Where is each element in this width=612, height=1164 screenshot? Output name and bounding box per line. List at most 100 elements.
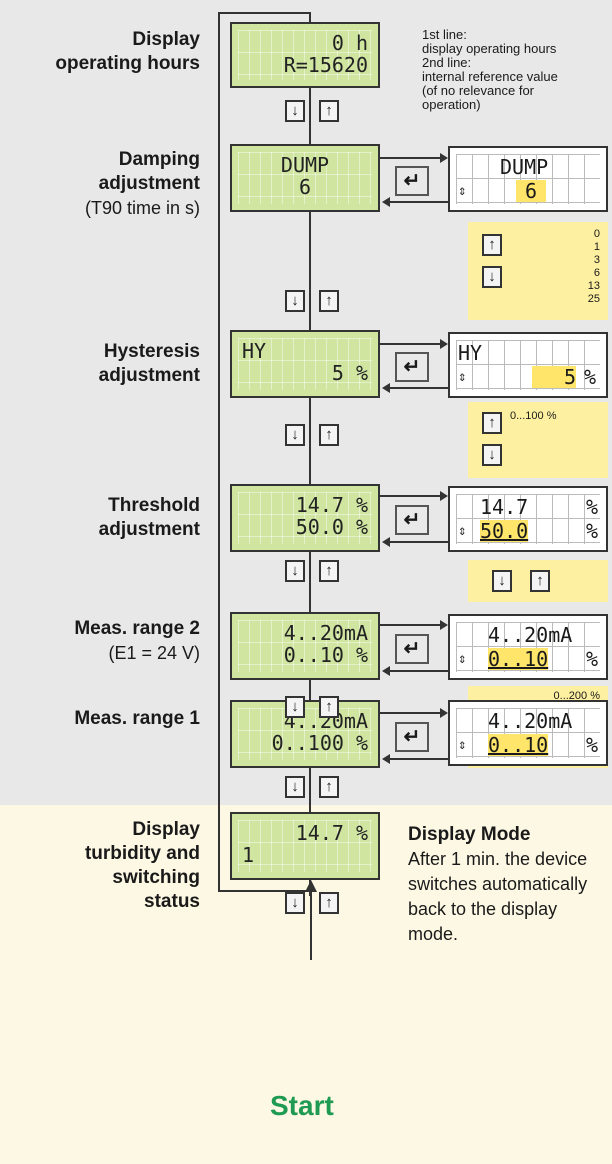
arrowhead — [440, 153, 448, 163]
down-button[interactable]: ↓ — [285, 100, 305, 122]
range2-edit-display: 4..20mA ⇕ 0..10 % — [448, 614, 608, 680]
scroll-indicator: ⇕ — [458, 523, 467, 539]
up-button[interactable]: ↑ — [319, 696, 339, 718]
edit-unit-1: % — [586, 495, 599, 519]
enter-button[interactable]: ↵ — [395, 722, 429, 752]
label-range2-title: Meas. range 2 — [74, 618, 200, 639]
down-button[interactable]: ↓ — [482, 266, 502, 288]
lcd-line-2: R=15620 — [283, 53, 368, 77]
label-display-turbidity: Display turbidity and switching status — [84, 819, 200, 912]
connector-arrow — [390, 201, 448, 203]
operating-hours-note: 1st line: display operating hours 2nd li… — [422, 27, 558, 112]
lcd-line-2: 0..100 % — [271, 731, 368, 755]
edit-line-1: HY — [458, 341, 483, 365]
down-button[interactable]: ↓ — [285, 560, 305, 582]
connector-arrow — [390, 758, 448, 760]
scroll-indicator: ⇕ — [458, 183, 467, 199]
up-button[interactable]: ↑ — [319, 424, 339, 446]
lcd-line-2: 6 — [298, 175, 312, 199]
arrowhead — [382, 537, 390, 547]
down-button[interactable]: ↓ — [482, 444, 502, 466]
lcd-line-1: 14.7 % — [295, 493, 368, 517]
lcd-line-1: HY — [242, 339, 267, 363]
lcd-line-1: 4..20mA — [283, 709, 368, 733]
label-meas-range-2: Meas. range 2 (E1 = 24 V) — [20, 617, 200, 665]
arrowhead — [382, 666, 390, 676]
down-button[interactable]: ↓ — [285, 696, 305, 718]
display-mode-description: Display Mode After 1 min. the device swi… — [408, 822, 608, 947]
edit-value: 50.0 — [480, 519, 529, 543]
lcd-damping: DUMP 6 — [230, 144, 380, 212]
damping-edit-display: DUMP ⇕ 6 — [448, 146, 608, 212]
label-damping: Damping adjustment (T90 time in s) — [20, 148, 200, 220]
down-button[interactable]: ↓ — [285, 290, 305, 312]
edit-value: 6 — [516, 180, 546, 202]
lcd-meas-range-1: 4..20mA 0..100 % — [230, 700, 380, 768]
down-button[interactable]: ↓ — [285, 424, 305, 446]
up-button[interactable]: ↑ — [530, 570, 550, 592]
hysteresis-edit-display: HY ⇕ 5 % — [448, 332, 608, 398]
loop-line-top — [218, 12, 311, 14]
lcd-line-1: 0 h — [331, 31, 368, 55]
up-button[interactable]: ↑ — [319, 290, 339, 312]
label-threshold: Threshold adjustment — [98, 495, 200, 540]
arrowhead — [440, 620, 448, 630]
up-button[interactable]: ↑ — [319, 892, 339, 914]
hysteresis-options: 0...100 % — [510, 410, 557, 422]
arrowhead — [382, 754, 390, 764]
lcd-meas-range-2: 4..20mA 0..10 % — [230, 612, 380, 680]
down-button[interactable]: ↓ — [492, 570, 512, 592]
label-meas-range-1: Meas. range 1 — [74, 708, 200, 729]
edit-unit: % — [586, 733, 599, 757]
label-damping-title: Damping adjustment — [98, 149, 200, 194]
label-range2-sub: (E1 = 24 V) — [108, 643, 200, 663]
edit-line-1: 14.7 — [480, 495, 529, 519]
display-mode-text: After 1 min. the device switches automat… — [408, 849, 588, 944]
up-button[interactable]: ↑ — [482, 234, 502, 256]
edit-unit: % — [586, 647, 599, 671]
damping-options: 0 1 3 6 13 25 — [587, 228, 600, 305]
loop-line-bottom — [218, 890, 311, 892]
up-button[interactable]: ↑ — [482, 412, 502, 434]
scroll-indicator: ⇕ — [458, 651, 467, 667]
scroll-indicator: ⇕ — [458, 369, 467, 385]
enter-button[interactable]: ↵ — [395, 505, 429, 535]
display-mode-title: Display Mode — [408, 824, 531, 845]
connector-arrow — [390, 670, 448, 672]
down-button[interactable]: ↓ — [285, 892, 305, 914]
enter-button[interactable]: ↵ — [395, 634, 429, 664]
up-button[interactable]: ↑ — [319, 776, 339, 798]
edit-line-1: 4..20mA — [488, 623, 573, 647]
lcd-line-2: 0..10 % — [283, 643, 368, 667]
edit-line-1: 4..20mA — [488, 709, 573, 733]
edit-line-1: DUMP — [500, 155, 549, 179]
edit-value: 0..10 — [488, 647, 549, 671]
edit-unit: % — [584, 365, 597, 389]
threshold-edit-display: 14.7 % ⇕ 50.0 % — [448, 486, 608, 552]
lcd-display-turbidity: 14.7 % 1 — [230, 812, 380, 880]
loop-line-left — [218, 12, 220, 892]
label-hysteresis: Hysteresis adjustment — [98, 341, 200, 386]
connector-arrow — [380, 495, 440, 497]
down-button[interactable]: ↓ — [285, 776, 305, 798]
loop-line-right — [309, 12, 311, 896]
arrowhead — [382, 197, 390, 207]
connector-arrow — [380, 712, 440, 714]
up-button[interactable]: ↑ — [319, 100, 339, 122]
label-operating-hours: Display operating hours — [55, 29, 200, 74]
enter-button[interactable]: ↵ — [395, 166, 429, 196]
connector-arrow — [390, 541, 448, 543]
lcd-line-2: 1 — [242, 843, 255, 867]
connector-arrow — [380, 343, 440, 345]
arrowhead — [440, 708, 448, 718]
lcd-line-1: DUMP — [280, 153, 330, 177]
label-damping-sub: (T90 time in s) — [84, 198, 200, 218]
connector-arrow — [390, 387, 448, 389]
connector-arrow — [380, 624, 440, 626]
arrowhead — [440, 339, 448, 349]
lcd-operating-hours: 0 h R=15620 — [230, 22, 380, 88]
up-button[interactable]: ↑ — [319, 560, 339, 582]
enter-button[interactable]: ↵ — [395, 352, 429, 382]
arrowhead — [440, 491, 448, 501]
range1-edit-display: 4..20mA ⇕ 0..10 % — [448, 700, 608, 766]
